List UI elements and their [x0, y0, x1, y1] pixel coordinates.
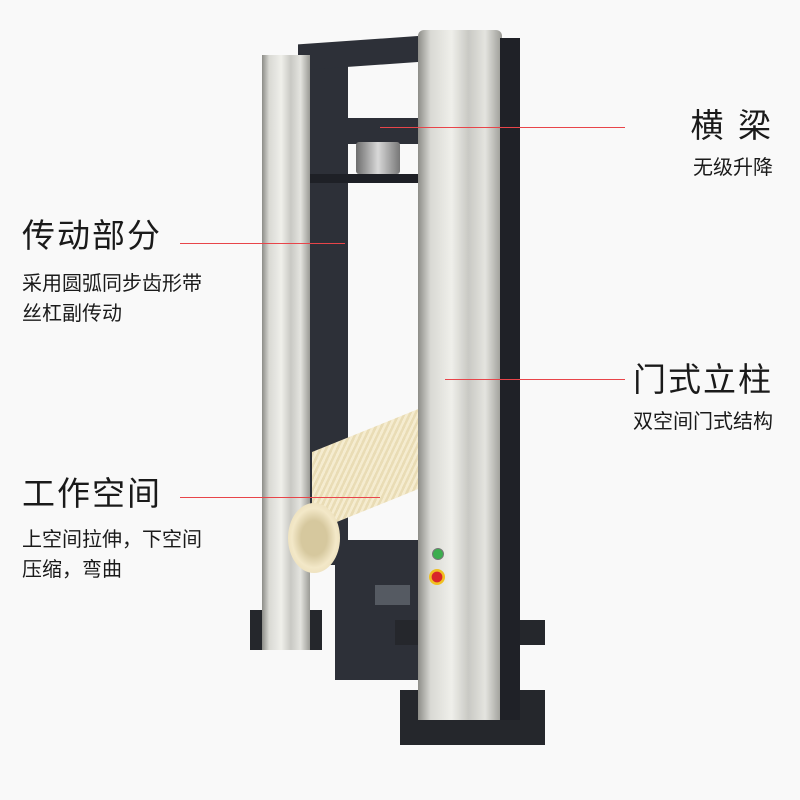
- crossbeam-description: 无级升降: [693, 155, 773, 179]
- workspace-title: 工作空间: [22, 474, 162, 513]
- transmission-leader-line: [180, 243, 345, 244]
- workspace-description-line: 上空间拉伸，下空间: [22, 527, 202, 551]
- crossbeam-title: 横 梁: [690, 106, 773, 145]
- crossbeam-callout: 横 梁 无级升降: [691, 106, 774, 182]
- right-column: [418, 30, 502, 720]
- transmission-title: 传动部分: [22, 216, 162, 255]
- emergency-stop-button: [429, 569, 445, 585]
- workspace-description-line: 压缩，弯曲: [22, 557, 122, 581]
- column-callout: 门式立柱 双空间门式结构: [633, 360, 773, 436]
- transmission-description-line: 采用圆弧同步齿形带: [22, 271, 202, 295]
- top-frame: [298, 35, 423, 71]
- column-title: 门式立柱: [633, 360, 773, 399]
- upper-beam: [305, 118, 423, 144]
- transmission-callout: 传动部分 采用圆弧同步齿形带 丝杠副传动: [22, 216, 202, 328]
- crosshead-plate: [290, 174, 420, 183]
- column-description: 双空间门式结构: [633, 409, 773, 433]
- transmission-description-line: 丝杠副传动: [22, 301, 122, 325]
- green-indicator-button: [432, 548, 444, 560]
- column-leader-line: [445, 379, 625, 380]
- grip: [356, 142, 400, 174]
- workspace-callout: 工作空间 上空间拉伸，下空间 压缩，弯曲: [22, 474, 202, 584]
- base-label: [375, 585, 410, 605]
- crossbeam-leader-line: [380, 127, 625, 128]
- workspace-leader-line: [180, 497, 380, 498]
- pipe-opening: [288, 503, 340, 573]
